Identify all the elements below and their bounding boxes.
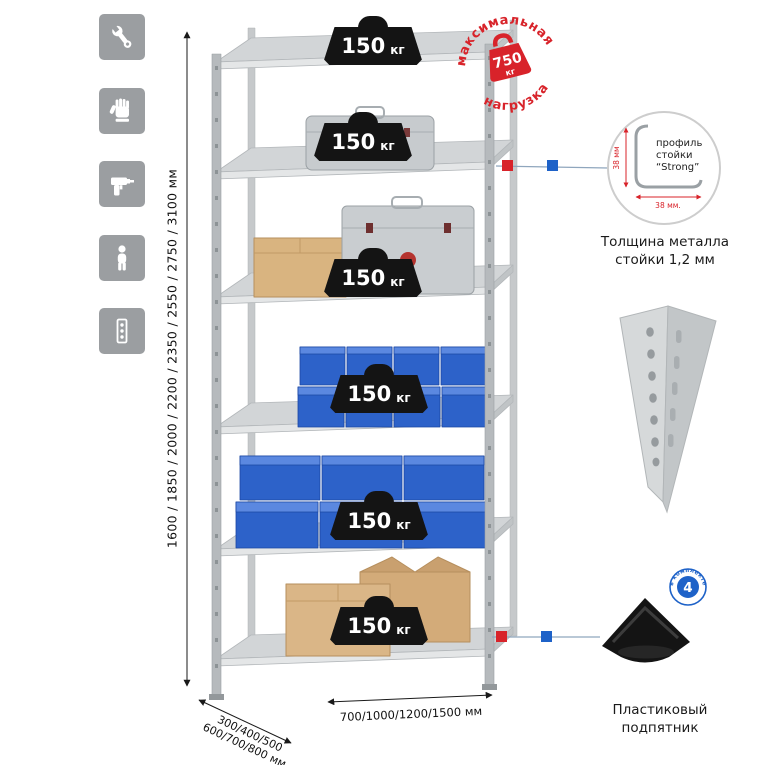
drill-tile — [99, 161, 145, 207]
profile-cross-section — [634, 124, 703, 189]
connector-red-marker — [496, 631, 507, 642]
wrench-icon — [111, 24, 132, 48]
max-load-stamp: максимальная нагрузка 750 кг — [447, 2, 558, 122]
shelf-load-badge-1: 150 кг — [321, 16, 425, 65]
shelf-load-badge-6: 150 кг — [327, 596, 431, 645]
assembly-tile — [99, 14, 145, 60]
profile-caption: Толщина металла стойки 1,2 мм — [594, 233, 736, 269]
load-unit: кг — [396, 622, 411, 637]
load-value: 150 — [331, 130, 376, 154]
width-dimension-line — [327, 691, 493, 706]
load-value: 150 — [347, 614, 392, 638]
profile-label-1: профиль — [656, 138, 702, 149]
load-unit: кг — [396, 517, 411, 532]
callout-connector-top — [495, 160, 609, 171]
rack-profile-icon — [116, 318, 128, 344]
profile-label-3: “Strong” — [656, 162, 699, 173]
rack-foot-right — [482, 684, 497, 690]
load-unit: кг — [380, 138, 395, 153]
load-value: 150 — [341, 34, 386, 58]
stamp-weight-handle — [492, 33, 514, 48]
foot-caption-line1: Пластиковый — [612, 702, 708, 718]
profile-label-2: стойки — [656, 150, 692, 161]
drill-icon — [111, 177, 134, 196]
depth-dimension-line — [198, 699, 292, 744]
rack-post-back-right — [509, 19, 518, 637]
shelf-load-badge-4: 150 кг — [327, 364, 431, 413]
shelf-load-badge-3: 150 кг — [321, 248, 425, 297]
profile-callout-circle: 38 мм 38 мм. профиль стойки “Strong” — [607, 111, 721, 225]
rack-post-front-right — [484, 43, 495, 686]
glove-tile — [99, 88, 145, 134]
corner-post-image — [619, 305, 717, 514]
load-value: 150 — [347, 509, 392, 533]
stamp-arc-bottom-text: нагрузка — [478, 78, 556, 122]
svg-text:нагрузка: нагрузка — [478, 78, 556, 122]
kit-count-badge: в комплекте 4 — [669, 568, 707, 606]
stamp-weight-body — [489, 42, 532, 82]
person-tile — [99, 235, 145, 281]
load-unit: кг — [390, 42, 405, 57]
callout-connector-bottom — [492, 631, 600, 642]
person-height-icon — [117, 245, 127, 271]
profile-caption-line1: Толщина металла — [600, 234, 730, 250]
profile-dim-vertical: 38 мм — [612, 146, 621, 169]
rack-foot-left — [209, 694, 224, 700]
shelf-load-badge-5: 150 кг — [327, 491, 431, 540]
connector-blue-marker — [547, 160, 558, 171]
rack-profile-tile — [99, 308, 145, 354]
connector-blue-marker — [541, 631, 552, 642]
load-unit: кг — [390, 274, 405, 289]
foot-caption-line2: подпятник — [621, 720, 699, 737]
kit-badge-value: 4 — [683, 580, 692, 596]
stamp-load-unit: кг — [505, 67, 517, 78]
profile-caption-line2: стойки 1,2 мм — [615, 252, 715, 269]
plastic-foot-image — [602, 598, 690, 663]
connector-red-marker — [502, 160, 513, 171]
height-dimension-label: 1600 / 1850 / 2000 / 2200 / 2350 / 2550 … — [164, 168, 180, 549]
load-value: 150 — [341, 266, 386, 290]
load-unit: кг — [396, 390, 411, 405]
load-value: 150 — [347, 382, 392, 406]
shelf-load-badge-2: 150 кг — [311, 112, 415, 161]
stamp-load-value: 750 — [491, 50, 523, 73]
glove-icon — [109, 98, 129, 122]
rack-post-front-left — [211, 53, 222, 696]
profile-dim-horizontal: 38 мм. — [655, 201, 681, 210]
foot-caption: Пластиковый подпятник — [589, 701, 731, 737]
